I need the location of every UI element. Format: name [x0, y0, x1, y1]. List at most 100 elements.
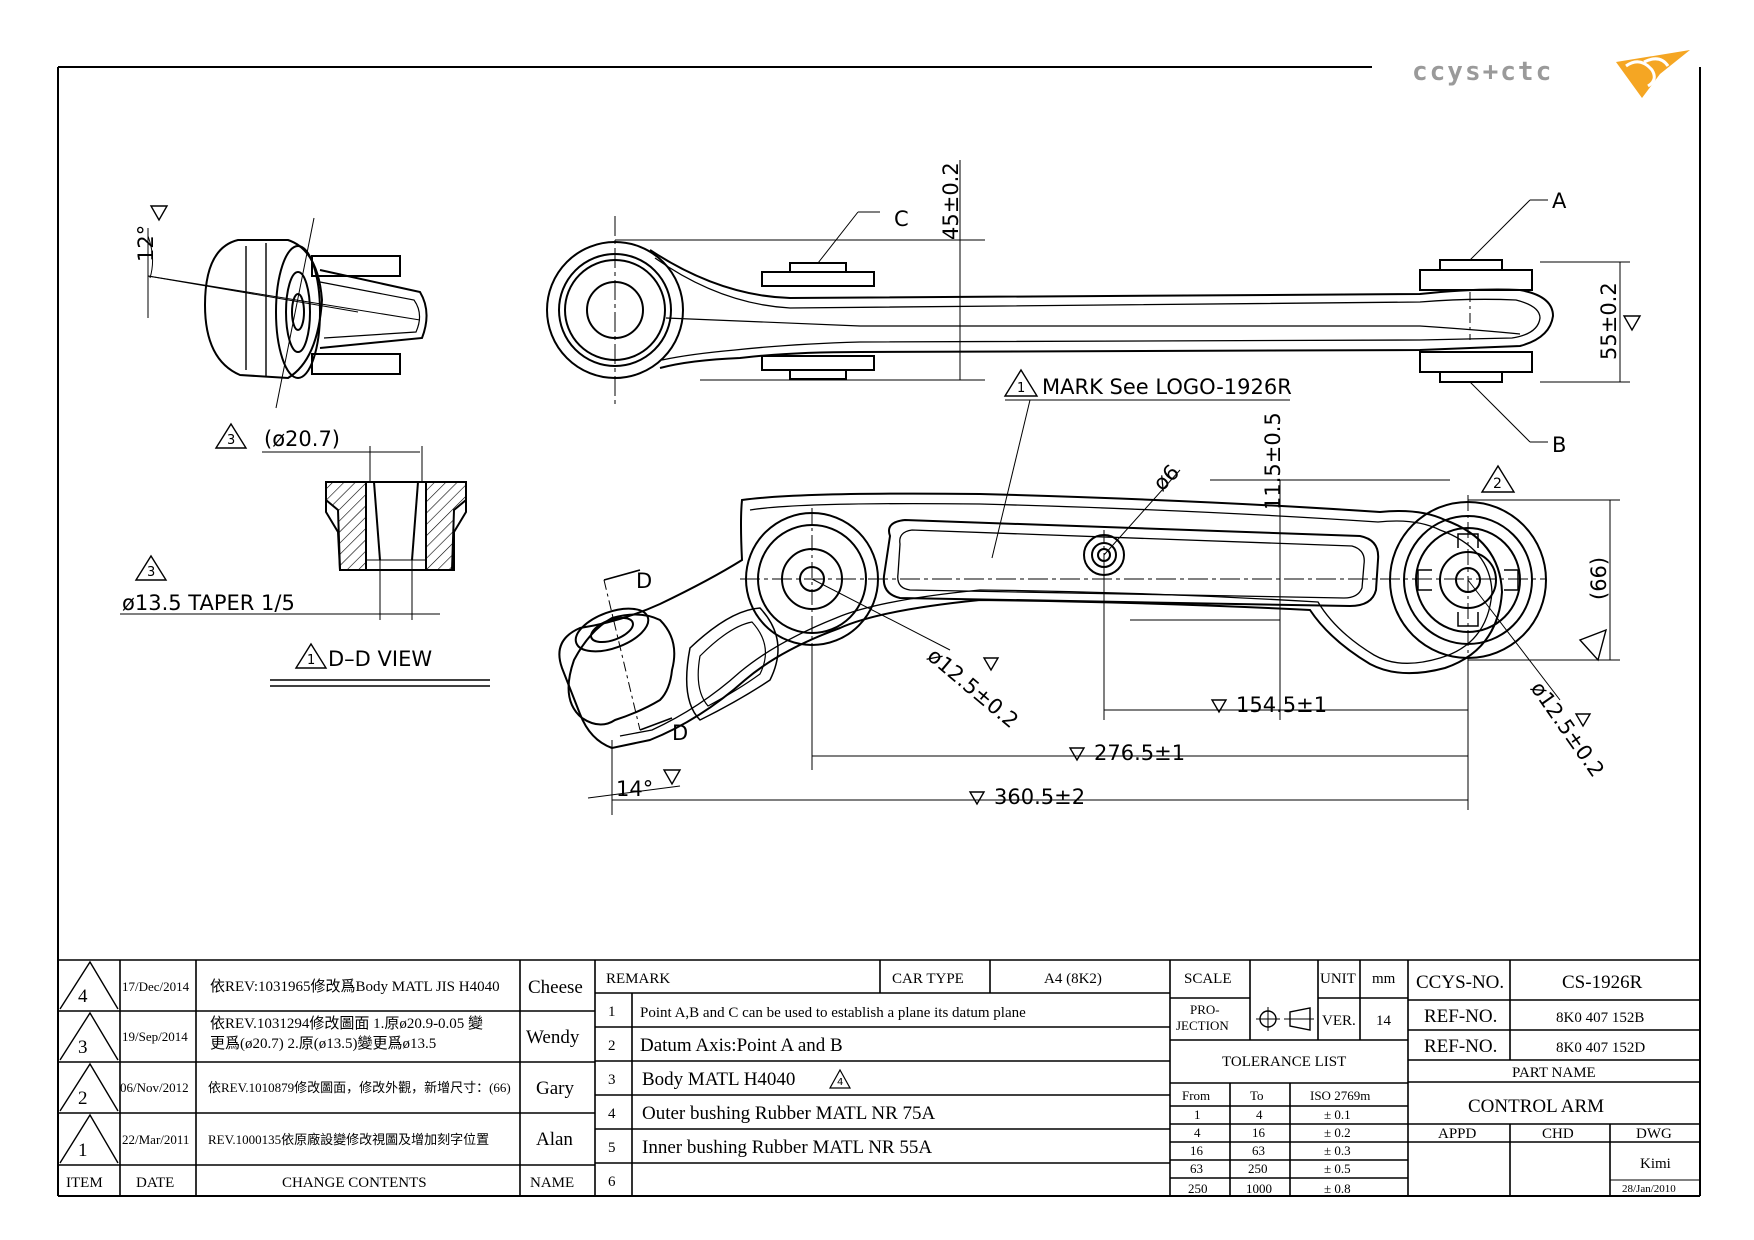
dim-154-5-label: 154.5±1 [1236, 693, 1327, 717]
remark-6-n: 6 [608, 1174, 616, 1190]
dim-45-label: 45±0.2 [939, 162, 963, 240]
part-name-label: PART NAME [1512, 1065, 1596, 1081]
rev-header-date: DATE [136, 1175, 174, 1191]
section-D-bottom: D [672, 721, 688, 745]
rev-date-3: 19/Sep/2014 [122, 1029, 188, 1044]
mark-note-text: MARK See LOGO-1926R [1042, 375, 1292, 399]
flag-3-bottom: 3 [147, 565, 155, 580]
flag-2-top: 2 [1493, 476, 1502, 492]
tol-row-4-from: 63 [1190, 1161, 1203, 1176]
tol-row-4-to: 250 [1248, 1161, 1268, 1176]
unit-label: UNIT [1320, 971, 1356, 987]
rev-name-4: Cheese [528, 977, 583, 998]
rev-date-2: 06/Nov/2012 [120, 1080, 189, 1095]
ccys-no-value: CS-1926R [1562, 972, 1643, 993]
ver-value: 14 [1376, 1013, 1392, 1029]
part-name-value: CONTROL ARM [1468, 1096, 1604, 1117]
tol-row-2-tol: ± 0.2 [1324, 1125, 1351, 1140]
drawn-by: Kimi [1640, 1156, 1671, 1172]
dim-276-5-label: 276.5±1 [1094, 741, 1185, 765]
remark-5-text: Inner bushing Rubber MATL NR 55A [642, 1137, 932, 1158]
dd-flag: 1 [307, 653, 315, 668]
angle-12-label: 12° [134, 225, 158, 262]
rev-change-3b: 更爲(ø20.7) 2.原(ø13.5)變更爲ø13.5 [210, 1035, 436, 1052]
rev-date-4: 17/Dec/2014 [122, 979, 190, 994]
angle-14-label: 14° [616, 777, 653, 801]
rev-header-name: NAME [530, 1175, 574, 1191]
remark-3-n: 3 [608, 1072, 616, 1088]
rev-header-change: CHANGE CONTENTS [282, 1175, 427, 1191]
tol-row-2-from: 4 [1194, 1125, 1201, 1140]
tol-row-1-to: 4 [1256, 1107, 1263, 1122]
dia-12-5-left-label: ø12.5±0.2 [923, 643, 1023, 732]
rev-item-1: 1 [78, 1140, 88, 1161]
remark-1-text: Point A,B and C can be used to establish… [640, 1005, 1026, 1021]
end-view [147, 205, 428, 409]
rev-item-4: 4 [78, 986, 88, 1007]
rev-name-1: Alan [536, 1129, 573, 1150]
remark-1-n: 1 [608, 1004, 616, 1020]
front-view [558, 464, 1620, 815]
dim-11-5-label: 11.5±0.5 [1261, 412, 1285, 510]
tol-row-3-to: 63 [1252, 1143, 1265, 1158]
tol-row-1-tol: ± 0.1 [1324, 1107, 1351, 1122]
rev-name-3: Wendy [526, 1027, 580, 1048]
scale-label: SCALE [1184, 971, 1232, 987]
car-type-label: CAR TYPE [892, 971, 964, 987]
title-block-grid [58, 959, 1700, 1196]
remark-2-n: 2 [608, 1038, 616, 1054]
tol-header-iso: ISO 2769m [1310, 1088, 1370, 1103]
datum-A-label: A [1552, 189, 1567, 213]
rev-name-2: Gary [536, 1078, 574, 1099]
mark-note-flag: 1 [1017, 381, 1025, 396]
company-logo: ccys+ctc [1412, 50, 1690, 98]
dim-66-label: (66) [1587, 557, 1611, 600]
dia-6-label: ø6 [1149, 460, 1185, 496]
tol-row-5-tol: ± 0.8 [1324, 1181, 1351, 1196]
dim-360-5-label: 360.5±2 [994, 785, 1085, 809]
rev-change-4: 依REV:1031965修改爲Body MATL JIS H4040 [210, 978, 500, 995]
appd-label: APPD [1438, 1126, 1477, 1142]
remark-3-text: Body MATL H4040 [642, 1069, 795, 1090]
section-D-top: D [636, 569, 652, 593]
remark-3-flag: 4 [837, 1077, 843, 1088]
drawn-date: 28/Jan/2010 [1622, 1183, 1676, 1195]
car-type-value: A4 (8K2) [1044, 971, 1102, 987]
taper-note: ø13.5 TAPER 1/5 [122, 591, 295, 615]
dd-section-view [120, 422, 490, 687]
datum-C-label: C [894, 207, 909, 231]
remark-4-n: 4 [608, 1106, 616, 1122]
ref-no-value-2: 8K0 407 152D [1556, 1040, 1645, 1056]
unit-value: mm [1372, 971, 1396, 987]
tol-row-1-from: 1 [1194, 1107, 1201, 1122]
tol-header-from: From [1182, 1088, 1210, 1103]
ref-no-label-2: REF-NO. [1424, 1036, 1497, 1057]
rev-item-2: 2 [78, 1088, 88, 1109]
tol-row-5-from: 250 [1188, 1181, 1208, 1196]
remark-header: REMARK [606, 971, 670, 987]
datum-B-label: B [1552, 433, 1566, 457]
mark-note [991, 368, 1290, 559]
tol-row-4-tol: ± 0.5 [1324, 1161, 1351, 1176]
rev-change-1: REV.1000135依原廠設變修改視圖及增加刻字位置 [208, 1132, 489, 1147]
rev-date-1: 22/Mar/2011 [122, 1132, 189, 1147]
ver-label: VER. [1322, 1013, 1356, 1029]
ref-no-value-1: 8K0 407 152B [1556, 1010, 1644, 1026]
tol-row-2-to: 16 [1252, 1125, 1266, 1140]
tol-header-to: To [1250, 1088, 1264, 1103]
flag-3-top: 3 [227, 433, 235, 448]
tol-row-3-from: 16 [1190, 1143, 1204, 1158]
rev-header-item: ITEM [66, 1175, 103, 1191]
dd-view-title: D–D VIEW [328, 647, 432, 671]
tolerance-title: TOLERANCE LIST [1222, 1054, 1346, 1070]
tol-row-3-tol: ± 0.3 [1324, 1143, 1351, 1158]
projection-label-1: PRO- [1190, 1002, 1220, 1017]
remark-5-n: 5 [608, 1140, 616, 1156]
logo-text: ccys+ctc [1412, 57, 1553, 87]
chd-label: CHD [1542, 1126, 1574, 1142]
rev-change-3a: 依REV.1031294修改圖面 1.原ø20.9-0.05 變 [210, 1015, 483, 1032]
remark-4-text: Outer bushing Rubber MATL NR 75A [642, 1103, 936, 1124]
remark-2-text: Datum Axis:Point A and B [640, 1035, 843, 1056]
tol-row-5-to: 1000 [1246, 1181, 1272, 1196]
